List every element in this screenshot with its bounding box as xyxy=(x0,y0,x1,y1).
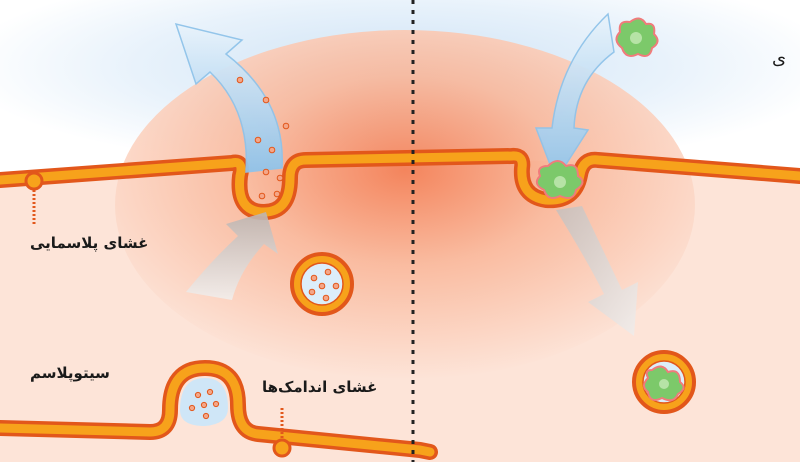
plasma-membrane-label: غشای پلاسمایی xyxy=(30,234,148,252)
cytoplasm-label: سیتوپلاسم xyxy=(30,364,110,382)
extracellular-cargo xyxy=(616,18,657,56)
cytoplasm-glow xyxy=(115,30,695,380)
organelle-membrane-label: غشای اندامک‌ها xyxy=(262,378,377,396)
endocytic-vesicle xyxy=(634,352,694,412)
cropped-label: ی xyxy=(772,48,786,69)
secretory-vesicle xyxy=(292,254,352,314)
